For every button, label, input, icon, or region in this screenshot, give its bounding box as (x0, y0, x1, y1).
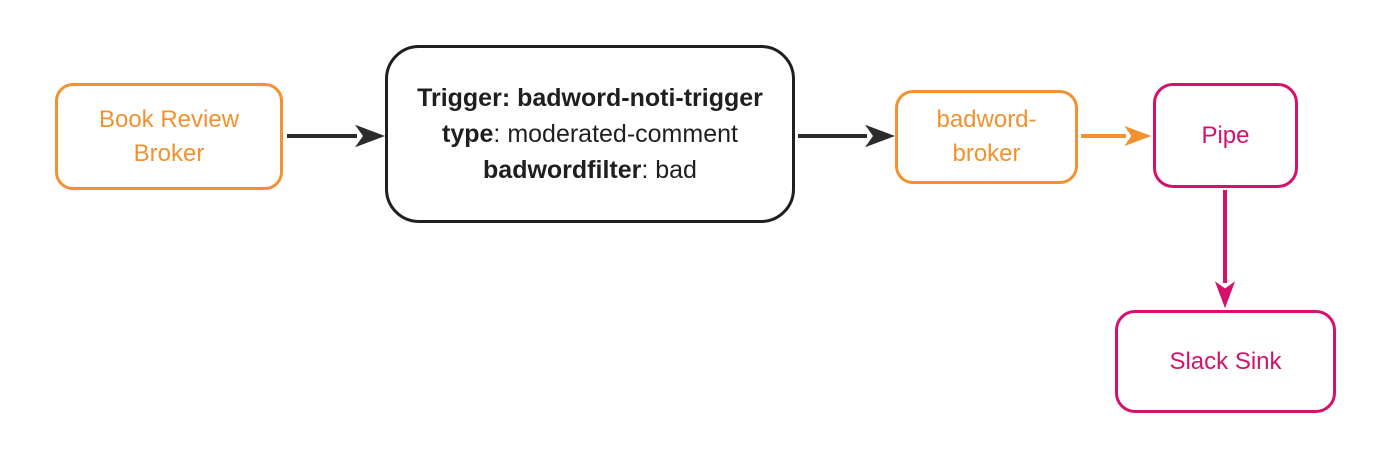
trigger-filter-line: badwordfilter: bad (483, 152, 697, 188)
node-pipe: Pipe (1153, 83, 1298, 188)
trigger-type-line: type: moderated-comment (442, 116, 738, 152)
node-label: broker (952, 140, 1021, 167)
trigger-type-value: : moderated-comment (493, 120, 738, 148)
node-badword-broker: badword- broker (895, 90, 1078, 184)
trigger-type-key: type (442, 120, 494, 148)
node-label: Slack Sink (1169, 347, 1282, 375)
node-label: Pipe (1201, 121, 1250, 149)
node-label: Broker (133, 139, 205, 167)
node-trigger-badword-noti-trigger: Trigger: badword-noti-trigger type: mode… (385, 45, 795, 223)
node-label: badword- (936, 106, 1037, 133)
node-slack-sink: Slack Sink (1115, 310, 1336, 413)
trigger-title: Trigger: badword-noti-trigger (417, 84, 763, 112)
trigger-filter-key: badwordfilter (483, 156, 642, 184)
node-label: Book Review (98, 105, 240, 133)
trigger-filter-value: : bad (641, 156, 697, 184)
node-book-review-broker: Book Review Broker (55, 83, 283, 190)
